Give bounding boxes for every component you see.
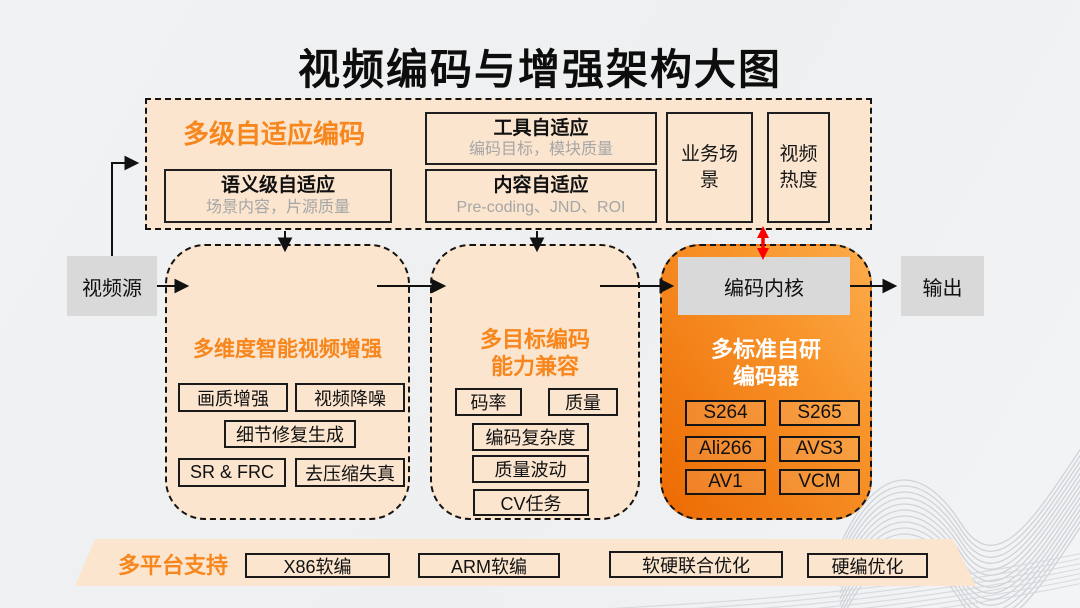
platform-chip: ARM软编	[418, 553, 560, 578]
node-encoder-core: 编码内核	[678, 257, 850, 315]
node-video-source: 视频源	[67, 256, 157, 316]
semantic-adaptive-card: 语义级自适应 场景内容，片源质量	[164, 169, 392, 223]
enhancement-chip: 去压缩失真	[295, 458, 405, 487]
codec-heading-line1: 多标准自研	[710, 337, 821, 362]
codec-chip: Ali266	[685, 436, 766, 462]
codec-chip: S264	[685, 400, 766, 426]
codec-chip: VCM	[779, 469, 860, 495]
video-enhancement-panel: 多维度智能视频增强 画质增强 视频降噪 细节修复生成 SR & FRC 去压缩失…	[165, 244, 410, 520]
video-heat-card: 视频热度	[767, 112, 830, 223]
arrow-source-to-adaptive	[111, 155, 140, 256]
multi-target-heading-line2: 能力兼容	[490, 354, 579, 379]
enhancement-chip: 视频降噪	[295, 383, 405, 412]
content-adaptive-subtitle: Pre-coding、JND、ROI	[456, 198, 626, 216]
codec-chip: AV1	[685, 469, 766, 495]
target-chip: 质量	[548, 388, 618, 416]
adaptive-coding-panel: 多级自适应编码 语义级自适应 场景内容，片源质量 工具自适应 编码目标，模块质量…	[145, 98, 872, 230]
codec-chip: S265	[779, 400, 860, 426]
platform-support-heading: 多平台支持	[118, 553, 229, 578]
codec-heading-line2: 编码器	[732, 364, 799, 389]
target-chip: 质量波动	[472, 455, 589, 483]
codec-chip: AVS3	[779, 436, 860, 462]
semantic-adaptive-subtitle: 场景内容，片源质量	[205, 198, 350, 216]
multi-target-panel: 多目标编码 能力兼容 码率 质量 编码复杂度 质量波动 CV任务	[430, 244, 640, 520]
adaptive-coding-heading: 多级自适应编码	[183, 119, 366, 149]
multi-target-heading-line1: 多目标编码	[479, 327, 590, 352]
target-chip: 编码复杂度	[472, 423, 589, 451]
target-chip: CV任务	[473, 489, 589, 516]
multi-target-heading: 多目标编码 能力兼容	[432, 326, 638, 380]
tool-adaptive-title: 工具自适应	[493, 117, 589, 139]
enhancement-chip: 细节修复生成	[224, 420, 356, 448]
platform-chip: 软硬联合优化	[609, 551, 783, 578]
video-enhancement-heading: 多维度智能视频增强	[193, 338, 382, 361]
platform-support-bar: 多平台支持 X86软编 ARM软编 软硬联合优化 硬编优化	[75, 539, 976, 586]
tool-adaptive-subtitle: 编码目标，模块质量	[468, 141, 613, 159]
codec-heading: 多标准自研 编码器	[662, 336, 870, 390]
content-adaptive-card: 内容自适应 Pre-coding、JND、ROI	[425, 169, 657, 223]
business-scene-card: 业务场景	[666, 112, 753, 223]
platform-chip: X86软编	[245, 553, 390, 578]
semantic-adaptive-title: 语义级自适应	[220, 175, 335, 197]
node-output: 输出	[901, 256, 984, 316]
platform-chip: 硬编优化	[807, 553, 928, 578]
tool-adaptive-card: 工具自适应 编码目标，模块质量	[425, 112, 657, 165]
enhancement-chip: 画质增强	[178, 383, 288, 412]
target-chip: 码率	[455, 388, 522, 416]
enhancement-chip: SR & FRC	[178, 458, 286, 487]
page-title: 视频编码与增强架构大图	[297, 46, 782, 93]
content-adaptive-title: 内容自适应	[493, 175, 589, 197]
